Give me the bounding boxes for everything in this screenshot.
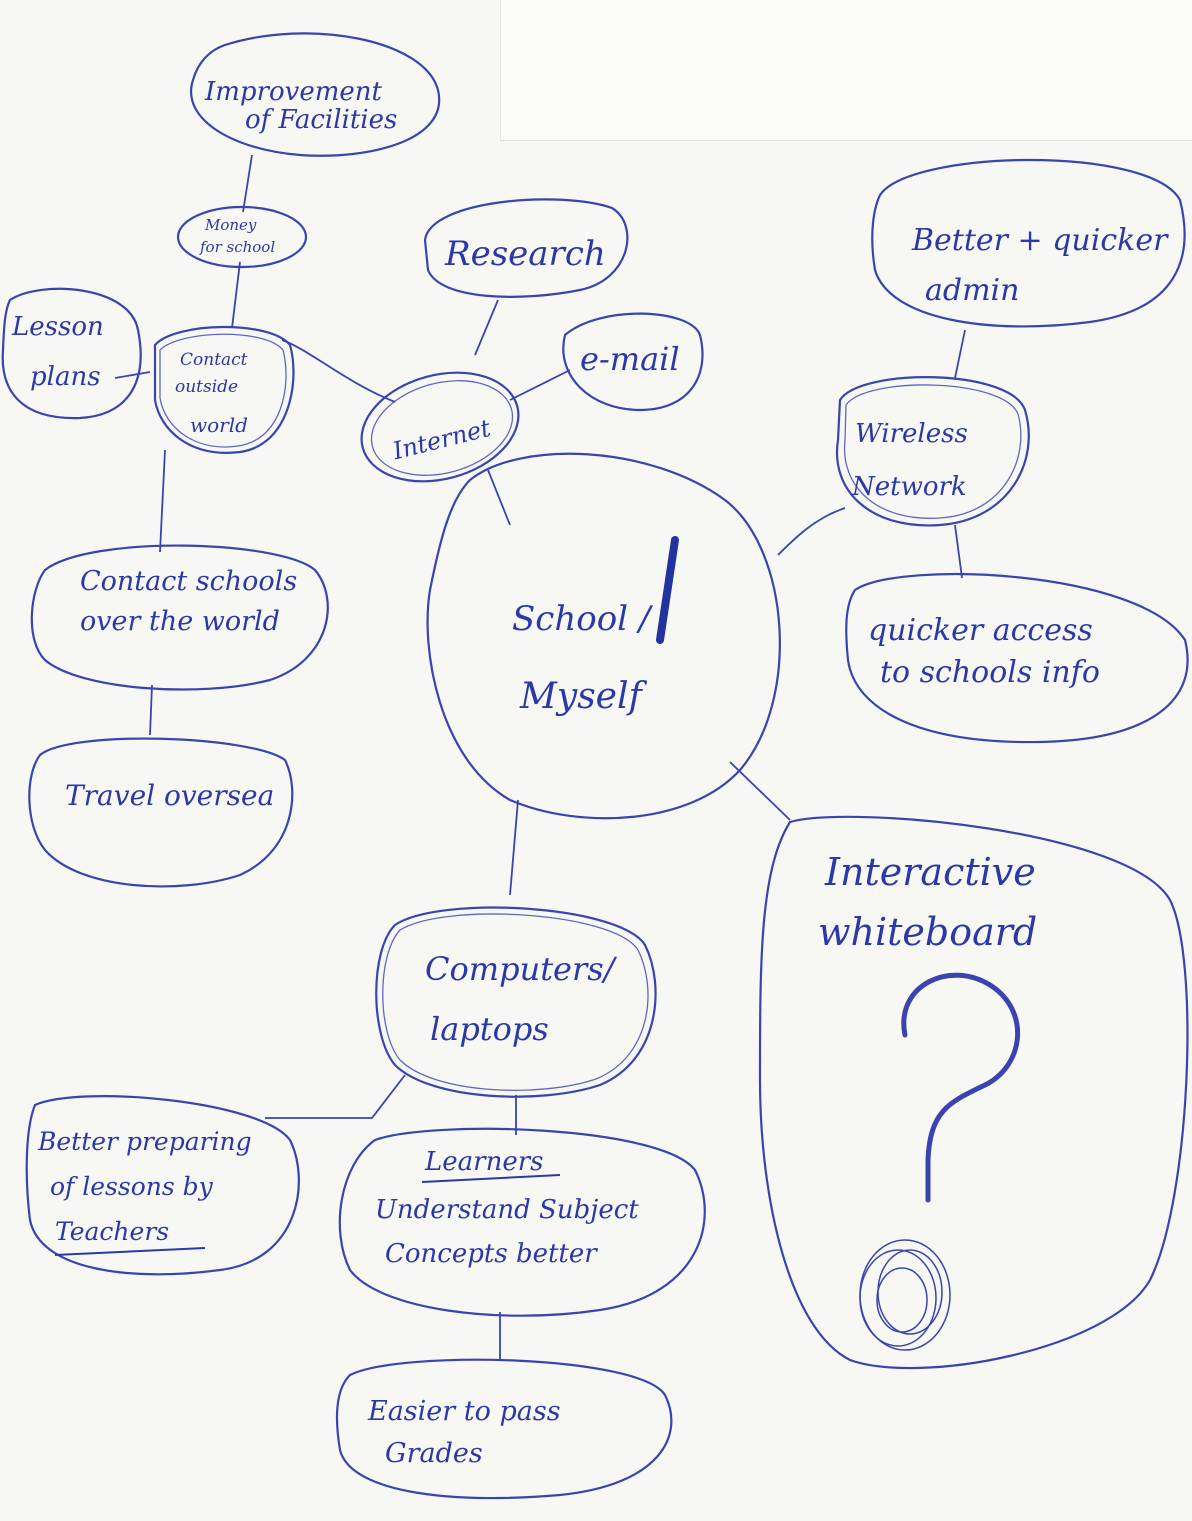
text-contactschools-1: Contact schools (80, 566, 297, 597)
text-wireless-2: Network (851, 472, 967, 502)
bubble-center (426, 452, 781, 820)
link-center-computers (509, 799, 519, 896)
link-lessonplans-contact (114, 371, 151, 379)
link-center-whiteboard (729, 761, 791, 821)
link-computers-teachers (265, 1074, 406, 1119)
bubble-lessonplans (1, 287, 142, 420)
underline-teachers (54, 1247, 206, 1256)
text-whiteboard-1: Interactive (824, 850, 1036, 894)
link-admin-wireless (954, 329, 966, 379)
center-slash-mark (656, 536, 679, 644)
text-whiteboard-2: whiteboard (818, 910, 1037, 954)
text-learners-2: Understand Subject (375, 1195, 639, 1225)
bubble-grades (335, 1358, 673, 1500)
bubble-wireless-2 (843, 384, 1022, 519)
text-improvement-1: Improvement (204, 77, 383, 107)
link-research-internet (474, 299, 499, 356)
text-email: e-mail (580, 340, 680, 378)
text-travel: Travel oversea (65, 779, 274, 812)
text-center-1: School / (512, 599, 654, 639)
link-internet-center (487, 469, 511, 526)
text-wireless-1: Wireless (855, 419, 968, 449)
bubble-email (562, 312, 704, 412)
bubble-travel (28, 737, 294, 888)
link-improvement-money (242, 154, 253, 213)
text-contact-3: world (190, 413, 248, 437)
bubble-whiteboard (758, 815, 1189, 1370)
text-improvement-2: of Facilities (245, 105, 397, 135)
text-teachers-3: Teachers (55, 1217, 169, 1246)
text-access-2: to schools info (880, 655, 1100, 690)
bubble-contact-outside (153, 325, 295, 454)
text-learners-3: Concepts better (385, 1239, 598, 1269)
text-contactschools-2: over the world (80, 606, 280, 637)
text-teachers-1: Better preparing (37, 1127, 252, 1156)
text-access-1: quicker access (868, 613, 1093, 648)
bubble-computers (375, 906, 657, 1098)
bubble-money (176, 205, 308, 269)
text-contact-2: outside (175, 377, 238, 397)
bubble-internet-2 (370, 380, 514, 476)
text-grades-2: Grades (385, 1438, 483, 1469)
underline-learners (421, 1174, 561, 1183)
text-research: Research (444, 234, 606, 274)
node-labels: Improvement of Facilities Money for scho… (11, 77, 1169, 1469)
bubble-wireless (835, 376, 1030, 527)
text-center-2: Myself (519, 676, 647, 717)
bubble-learners (338, 1127, 706, 1317)
text-learners-1: Learners (424, 1147, 544, 1177)
link-email-internet (509, 369, 571, 401)
text-lessonplans-2: plans (30, 362, 101, 392)
text-money-1: Money (204, 216, 257, 234)
link-contactschools-travel (149, 684, 153, 736)
bubble-computers-2 (382, 913, 649, 1091)
text-computers-1: Computers/ (425, 950, 618, 988)
bubble-contact-outside-2 (159, 333, 287, 448)
text-grades-1: Easier to pass (367, 1396, 561, 1427)
text-computers-2: laptops (430, 1010, 549, 1048)
paper-tab (500, 0, 1192, 141)
bubble-quicker-access (845, 572, 1189, 744)
link-money-contact (231, 261, 241, 329)
bubble-improvement (190, 32, 441, 157)
link-contact-internet (281, 339, 396, 403)
text-lessonplans-1: Lesson (11, 312, 104, 342)
text-internet: Internet (389, 414, 494, 466)
text-contact-1: Contact (180, 350, 248, 370)
text-admin-2: admin (925, 273, 1019, 308)
connectors (114, 154, 966, 1360)
bubbles (1, 32, 1189, 1500)
bubble-research (423, 198, 629, 298)
link-wireless-center (777, 507, 846, 556)
bubble-admin (871, 159, 1186, 328)
bubble-contact-schools (30, 544, 329, 691)
bubble-internet (360, 371, 520, 483)
text-teachers-2: of lessons by (50, 1172, 214, 1201)
link-contact-contactschools (159, 449, 166, 553)
link-wireless-access (954, 524, 963, 579)
bubble-teachers (25, 1095, 300, 1276)
text-admin-1: Better + quicker (911, 223, 1169, 258)
question-mark-icon: ? (859, 972, 1021, 1351)
text-money-2: for school (199, 238, 275, 256)
